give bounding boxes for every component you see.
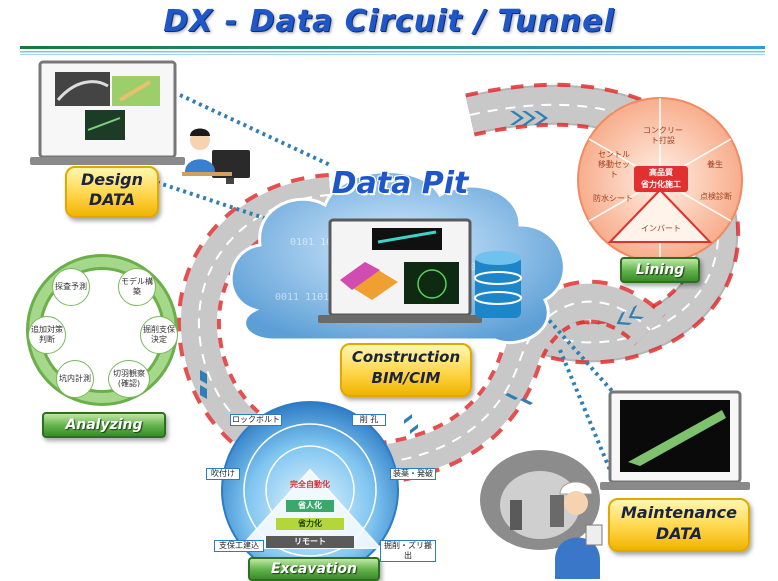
excavation-item-2: 装薬・発破 <box>390 468 436 480</box>
flow-chevrons <box>200 111 645 434</box>
analyzing-item-1: モデル構築 <box>118 268 156 306</box>
analyzing-item-2: 掘削支保決定 <box>140 316 178 354</box>
lining-center-line1: 高品質 <box>649 168 673 177</box>
maintenance-line2: DATA <box>655 524 703 543</box>
svg-text:0011 1101: 0011 1101 <box>275 292 329 303</box>
connector-lines <box>149 93 622 471</box>
lining-item-5: セントル移動セット <box>598 150 630 179</box>
analyzing-item-3: 切羽観察(確認) <box>108 360 150 398</box>
design-line1: Design <box>81 170 143 189</box>
excavation-item-3: 掘削・ズリ搬出 <box>380 540 436 562</box>
excavation-level-mid2: 省力化 <box>298 519 322 528</box>
analyzing-item-5: 追加対策判断 <box>28 316 66 354</box>
lining-item-2: 点検診断 <box>700 192 732 201</box>
lining-label: Lining <box>620 257 700 283</box>
excavation-item-5: 吹付け <box>206 468 240 480</box>
lining-center-line2: 省力化施工 <box>641 180 681 189</box>
design-laptop <box>30 60 185 165</box>
lining-cycle <box>577 97 743 263</box>
maintenance-data-badge: Maintenance DATA <box>608 498 750 552</box>
excavation-level-bottom: リモート <box>294 537 326 546</box>
analyzing-label: Analyzing <box>42 412 166 438</box>
lining-item-4: 防水シート <box>593 194 633 203</box>
lining-center: 高品質 省力化施工 <box>634 167 688 191</box>
page-title: DX - Data Circuit / Tunnel <box>163 4 615 39</box>
excavation-item-1: 削 孔 <box>352 414 386 426</box>
analyzing-item-4: 坑内計測 <box>56 360 94 398</box>
lining-item-3: インバート <box>641 224 681 233</box>
construction-line2: BIM/CIM <box>371 369 441 387</box>
data-pit-title: Data Pit <box>331 166 469 201</box>
excavation-item-4: 支保工建込 <box>214 540 264 552</box>
maintenance-laptop <box>600 390 750 490</box>
lining-item-0: コンクリート打設 <box>643 126 683 145</box>
design-data-badge: Design DATA <box>65 166 159 218</box>
designer-person-icon <box>182 128 250 184</box>
header-stripes <box>20 46 765 55</box>
maintenance-line1: Maintenance <box>620 503 737 522</box>
construction-line1: Construction <box>351 348 461 366</box>
excavation-level-top: 完全自動化 <box>290 480 330 489</box>
design-line2: DATA <box>88 190 136 209</box>
analyzing-item-0: 探査予測 <box>52 268 90 306</box>
lining-item-1: 養生 <box>707 160 723 169</box>
construction-bim-badge: Construction BIM/CIM <box>340 343 472 397</box>
tunnel-photo <box>480 450 600 550</box>
worker-person-icon <box>555 481 603 579</box>
excavation-item-0: ロックボルト <box>230 414 282 426</box>
database-icon <box>474 251 522 318</box>
excavation-dome <box>221 401 399 579</box>
excavation-level-mid1: 省人化 <box>298 501 322 510</box>
excavation-label: Excavation <box>248 557 380 581</box>
